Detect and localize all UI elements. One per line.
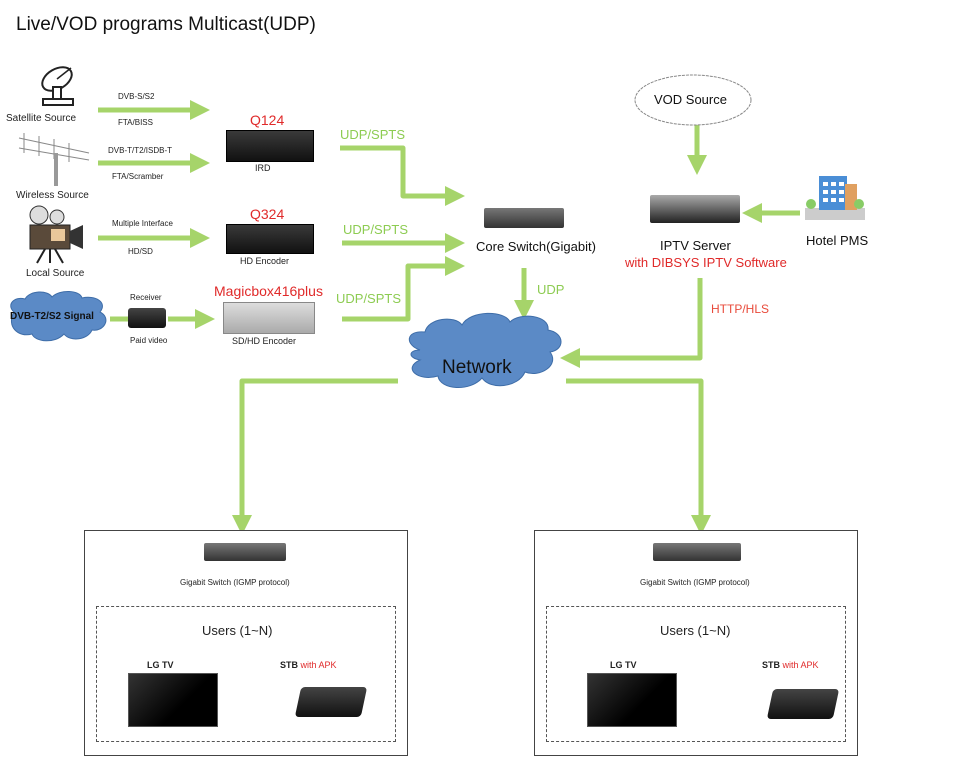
ird-label: IRD (255, 163, 271, 173)
gigabit-switch-label-2: Gigabit Switch (IGMP protocol) (640, 578, 750, 587)
local-line1: Multiple Interface (112, 219, 173, 228)
tv-icon-2 (587, 673, 677, 727)
vod-source-ellipse (634, 74, 752, 126)
sd-hd-encoder-label: SD/HD Encoder (232, 336, 297, 346)
satellite-dish-icon (33, 63, 83, 108)
users-label-2: Users (1~N) (660, 623, 731, 638)
stb-icon-1 (294, 687, 368, 717)
gigabit-switch-icon-2 (653, 543, 741, 561)
users-box-2 (546, 606, 846, 742)
sd-hd-encoder-icon (223, 302, 315, 334)
local-line2: HD/SD (128, 247, 153, 256)
signal-cloud-label: DVB-T2/S2 Signal (10, 311, 94, 322)
signal-cloud (10, 291, 107, 342)
video-camera-icon (25, 205, 90, 265)
udp-label: UDP (537, 282, 565, 297)
stb-apk-text-1: with APK (300, 660, 337, 670)
vod-source-label: VOD Source (654, 92, 727, 107)
stb-apk-text-2: with APK (782, 660, 819, 670)
gigabit-switch-label-1: Gigabit Switch (IGMP protocol) (180, 578, 290, 587)
lg-tv-label-2: LG TV (610, 660, 637, 670)
satellite-source-label: Satellite Source (6, 113, 77, 124)
lg-tv-label-1: LG TV (147, 660, 174, 670)
receiver-icon (128, 308, 166, 328)
iptv-server-label: IPTV Server (660, 238, 731, 253)
diagram-title: Live/VOD programs Multicast(UDP) (16, 14, 316, 35)
magicbox-model: Magicbox416plus (214, 283, 323, 299)
http-hls-label: HTTP/HLS (711, 302, 770, 316)
arrow-network-site1 (232, 378, 398, 535)
network-label: Network (442, 357, 512, 378)
q124-model: Q124 (250, 112, 285, 128)
iptv-server-icon (650, 195, 740, 223)
hotel-pms-label: Hotel PMS (806, 233, 869, 248)
core-switch-label: Core Switch(Gigabit) (476, 239, 596, 254)
arrow-server-network (560, 278, 703, 368)
udp-spts-label-1: UDP/SPTS (340, 127, 406, 142)
core-switch-icon (484, 208, 564, 228)
local-source-label: Local Source (26, 268, 85, 279)
users-box-1 (96, 606, 396, 742)
users-label-1: Users (1~N) (202, 623, 273, 638)
stb-text-1: STB (280, 660, 298, 670)
q324-model: Q324 (250, 206, 285, 222)
satellite-line1: DVB-S/S2 (118, 92, 155, 101)
arrow-magicbox-core (342, 256, 465, 322)
udp-spts-label-3: UDP/SPTS (336, 291, 402, 306)
receiver-label: Receiver (130, 293, 162, 302)
arrow-network-site2 (566, 378, 711, 535)
paid-video-label: Paid video (130, 336, 168, 345)
ird-device-icon (226, 130, 314, 162)
arrow-ird-core (340, 145, 465, 206)
gigabit-switch-icon-1 (204, 543, 286, 561)
hotel-building-icon (805, 170, 865, 220)
udp-spts-label-2: UDP/SPTS (343, 222, 409, 237)
hd-encoder-icon (226, 224, 314, 254)
antenna-icon (14, 128, 94, 186)
wireless-line1: DVB-T/T2/ISDB-T (108, 146, 173, 155)
stb-label-1: STB with APK (280, 660, 337, 670)
wireless-line2: FTA/Scramber (112, 172, 164, 181)
iptv-software-label: with DIBSYS IPTV Software (625, 255, 787, 270)
wireless-source-label: Wireless Source (16, 190, 89, 201)
hd-encoder-label: HD Encoder (240, 256, 290, 266)
satellite-line2: FTA/BISS (118, 118, 153, 127)
tv-icon-1 (128, 673, 218, 727)
network-cloud (408, 312, 562, 388)
stb-icon-2 (766, 689, 840, 719)
stb-text-2: STB (762, 660, 780, 670)
stb-label-2: STB with APK (762, 660, 819, 670)
